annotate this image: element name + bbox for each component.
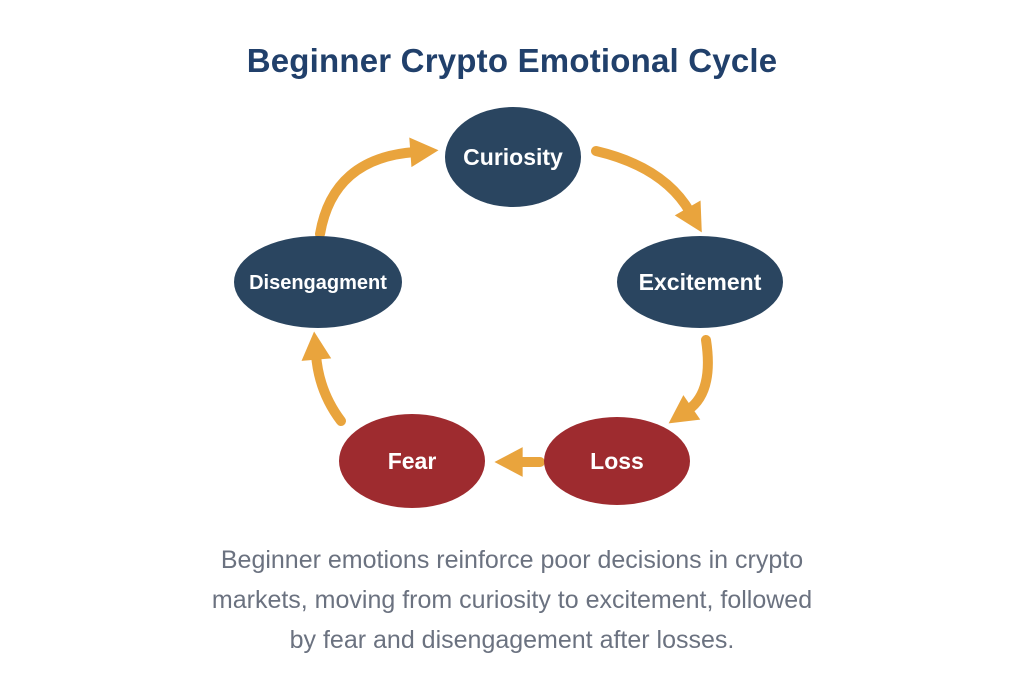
node-disengagment-label: Disengagment (249, 272, 387, 294)
node-loss-label: Loss (590, 448, 644, 474)
node-fear: Fear (339, 414, 485, 508)
caption: Beginner emotions reinforce poor decisio… (0, 540, 1024, 660)
node-excitement: Excitement (617, 236, 783, 328)
node-fear-label: Fear (388, 448, 437, 474)
caption-line: by fear and disengagement after losses. (289, 626, 735, 654)
arrow-excitement-to-loss-icon (668, 335, 713, 424)
node-curiosity: Curiosity (445, 107, 581, 207)
caption-line: Beginner emotions reinforce poor decisio… (220, 546, 804, 574)
page-title: Beginner Crypto Emotional Cycle (246, 42, 778, 79)
caption-line: markets, moving from curiosity to excite… (211, 586, 813, 614)
node-excitement-label: Excitement (639, 269, 762, 295)
node-loss: Loss (544, 417, 690, 505)
node-disengagment: Disengagment (234, 236, 402, 328)
node-curiosity-label: Curiosity (463, 144, 563, 170)
arrow-fear-to-disengagment-icon (301, 331, 346, 426)
arrow-disengagment-to-curiosity-icon (315, 137, 439, 239)
arrow-curiosity-to-excitement-icon (591, 146, 702, 233)
